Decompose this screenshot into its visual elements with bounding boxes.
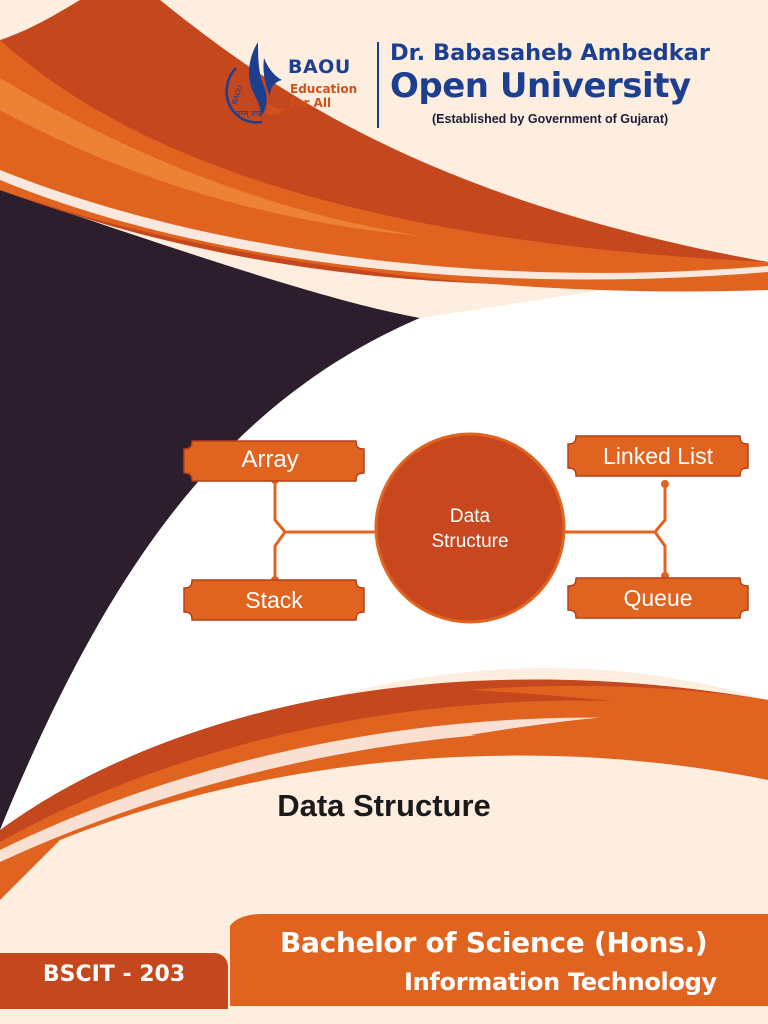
university-name-line2: Open University xyxy=(390,66,691,106)
university-established: (Established by Government of Gujarat) xyxy=(432,112,669,126)
course-code-badge xyxy=(0,953,228,1009)
degree-line1: Bachelor of Science (Hons.) xyxy=(280,926,708,959)
logo-divider xyxy=(377,42,379,128)
node-linked-list-label: Linked List xyxy=(603,443,713,469)
node-array-label: Array xyxy=(241,446,299,473)
university-name-line1: Dr. Babasaheb Ambedkar xyxy=(390,40,710,66)
course-code: BSCIT - 203 xyxy=(42,962,186,987)
logo-tagline-line2: for All xyxy=(290,96,332,110)
logo-motto: परम् तपः xyxy=(236,109,262,118)
node-stack-label: Stack xyxy=(245,587,303,613)
node-queue-shape xyxy=(567,577,749,619)
degree-line2: Information Technology xyxy=(404,968,717,996)
node-array-shape xyxy=(183,440,365,482)
center-node-label: Data Structure xyxy=(376,504,564,554)
node-stack-shape xyxy=(183,579,365,621)
node-queue-label: Queue xyxy=(623,585,693,611)
node-linked-list-shape xyxy=(567,435,749,477)
center-node-line1: Data xyxy=(449,506,491,527)
logo-acronym: BAOU xyxy=(288,56,351,78)
logo-tagline-line1: Education xyxy=(290,82,358,96)
connector-lines xyxy=(273,480,667,580)
baou-emblem-icon: BAOU xyxy=(225,42,286,124)
book-title: Data Structure xyxy=(277,788,491,823)
center-node-line2: Structure xyxy=(431,531,509,552)
center-node-circle xyxy=(374,432,566,624)
